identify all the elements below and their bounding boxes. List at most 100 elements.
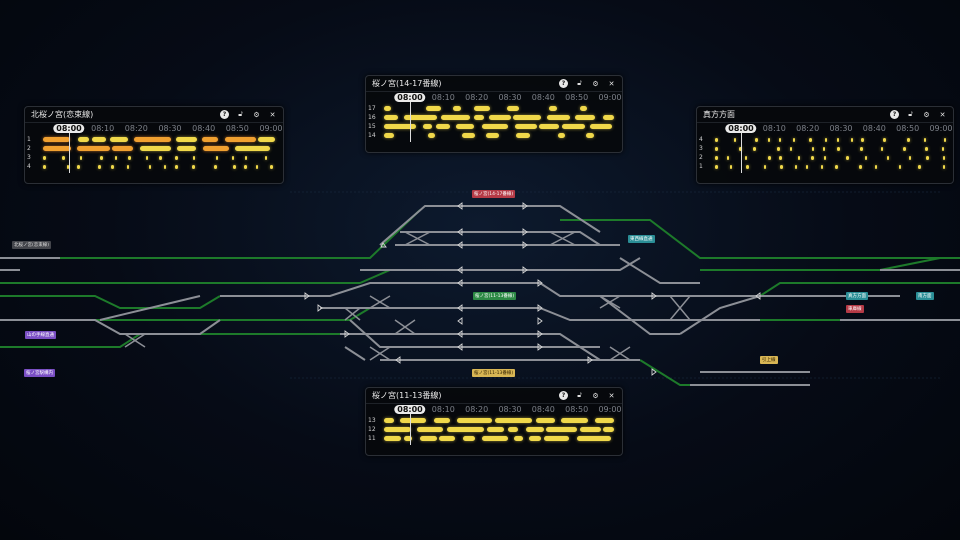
train-block[interactable] bbox=[202, 137, 218, 142]
train-block[interactable] bbox=[384, 427, 412, 432]
train-block[interactable] bbox=[100, 155, 103, 160]
train-block[interactable] bbox=[440, 115, 470, 120]
train-block[interactable] bbox=[43, 164, 46, 169]
train-block[interactable] bbox=[258, 137, 275, 142]
train-block[interactable] bbox=[908, 155, 912, 160]
train-block[interactable] bbox=[535, 418, 556, 423]
train-block[interactable] bbox=[98, 164, 101, 169]
train-block[interactable] bbox=[439, 436, 456, 441]
train-block[interactable] bbox=[419, 436, 437, 441]
train-block[interactable] bbox=[778, 137, 782, 142]
train-block[interactable] bbox=[145, 155, 149, 160]
train-block[interactable] bbox=[942, 164, 945, 169]
track-row[interactable]: 4 bbox=[25, 162, 283, 171]
train-block[interactable] bbox=[163, 164, 167, 169]
train-block[interactable] bbox=[110, 137, 129, 142]
help-icon[interactable]: ? bbox=[220, 110, 229, 119]
network-label[interactable]: 北桜ノ宮(恋束線) bbox=[12, 241, 52, 249]
gear-icon[interactable]: ⚙ bbox=[253, 110, 260, 119]
network-label[interactable]: 東西線直通 bbox=[628, 235, 655, 243]
train-block[interactable] bbox=[860, 146, 863, 151]
train-block[interactable] bbox=[434, 418, 451, 423]
train-block[interactable] bbox=[792, 137, 796, 142]
train-block[interactable] bbox=[244, 155, 248, 160]
train-block[interactable] bbox=[515, 133, 531, 138]
train-block[interactable] bbox=[837, 146, 840, 151]
train-block[interactable] bbox=[384, 115, 398, 120]
train-block[interactable] bbox=[139, 146, 172, 151]
train-block[interactable] bbox=[779, 155, 782, 160]
train-block[interactable] bbox=[755, 137, 758, 142]
current-time-badge[interactable]: 08:00 bbox=[394, 405, 426, 414]
train-block[interactable] bbox=[767, 137, 771, 142]
track-row[interactable]: 2 bbox=[25, 144, 283, 153]
train-block[interactable] bbox=[561, 124, 586, 129]
gear-icon[interactable]: ⚙ bbox=[592, 79, 599, 88]
close-icon[interactable]: ✕ bbox=[939, 110, 946, 119]
unlock-icon[interactable]: 🔓︎ bbox=[577, 391, 582, 399]
train-block[interactable] bbox=[925, 146, 928, 151]
panel-header[interactable]: 北桜ノ宮(恋束線) ? 🔓︎ ⚙ ✕ bbox=[25, 107, 283, 123]
train-block[interactable] bbox=[489, 115, 512, 120]
train-block[interactable] bbox=[112, 146, 133, 151]
train-block[interactable] bbox=[126, 164, 130, 169]
train-block[interactable] bbox=[128, 155, 131, 160]
train-block[interactable] bbox=[192, 155, 196, 160]
train-block[interactable] bbox=[66, 164, 69, 169]
train-block[interactable] bbox=[114, 155, 118, 160]
train-block[interactable] bbox=[549, 106, 558, 111]
track-row[interactable]: 4 bbox=[697, 135, 953, 144]
current-time-badge[interactable]: 08:00 bbox=[394, 93, 426, 102]
train-block[interactable] bbox=[880, 146, 884, 151]
train-block[interactable] bbox=[805, 164, 809, 169]
network-label[interactable]: 桜ノ宮(11-13番線) bbox=[472, 369, 516, 377]
train-block[interactable] bbox=[111, 164, 114, 169]
train-block[interactable] bbox=[231, 155, 235, 160]
close-icon[interactable]: ✕ bbox=[269, 110, 276, 119]
train-block[interactable] bbox=[846, 155, 849, 160]
train-block[interactable] bbox=[224, 137, 257, 142]
train-block[interactable] bbox=[726, 155, 730, 160]
train-block[interactable] bbox=[473, 115, 485, 120]
train-block[interactable] bbox=[753, 146, 756, 151]
train-block[interactable] bbox=[456, 124, 475, 129]
train-block[interactable] bbox=[942, 155, 945, 160]
train-block[interactable] bbox=[557, 133, 565, 138]
track-row[interactable]: 3 bbox=[697, 144, 953, 153]
panel-header[interactable]: 真方方面 ? 🔓︎ ⚙ ✕ bbox=[697, 107, 953, 123]
train-block[interactable] bbox=[811, 146, 815, 151]
train-block[interactable] bbox=[603, 427, 614, 432]
train-block[interactable] bbox=[77, 164, 80, 169]
train-block[interactable] bbox=[926, 155, 929, 160]
train-block[interactable] bbox=[175, 137, 198, 142]
train-block[interactable] bbox=[797, 155, 801, 160]
train-block[interactable] bbox=[192, 164, 195, 169]
train-block[interactable] bbox=[903, 146, 906, 151]
close-icon[interactable]: ✕ bbox=[608, 79, 615, 88]
track-row[interactable]: 15 bbox=[366, 122, 622, 131]
network-label[interactable]: 真方方面 bbox=[846, 292, 868, 300]
close-icon[interactable]: ✕ bbox=[608, 391, 615, 400]
train-block[interactable] bbox=[384, 133, 394, 138]
train-block[interactable] bbox=[544, 436, 570, 441]
train-block[interactable] bbox=[436, 124, 451, 129]
network-label[interactable]: 南方面 bbox=[916, 292, 934, 300]
train-block[interactable] bbox=[62, 155, 65, 160]
train-block[interactable] bbox=[514, 436, 523, 441]
train-block[interactable] bbox=[874, 164, 878, 169]
train-block[interactable] bbox=[400, 418, 427, 423]
train-block[interactable] bbox=[944, 137, 947, 142]
train-block[interactable] bbox=[918, 164, 921, 169]
train-block[interactable] bbox=[729, 164, 733, 169]
train-block[interactable] bbox=[538, 124, 559, 129]
train-block[interactable] bbox=[585, 133, 594, 138]
train-block[interactable] bbox=[811, 155, 814, 160]
train-block[interactable] bbox=[270, 164, 273, 169]
train-block[interactable] bbox=[883, 137, 886, 142]
train-block[interactable] bbox=[515, 124, 537, 129]
train-block[interactable] bbox=[574, 115, 596, 120]
panel-header[interactable]: 桜ノ宮(14-17番線) ? 🔓︎ ⚙ ✕ bbox=[366, 76, 622, 92]
track-row[interactable]: 1 bbox=[697, 162, 953, 171]
train-block[interactable] bbox=[528, 436, 542, 441]
train-block[interactable] bbox=[43, 155, 46, 160]
